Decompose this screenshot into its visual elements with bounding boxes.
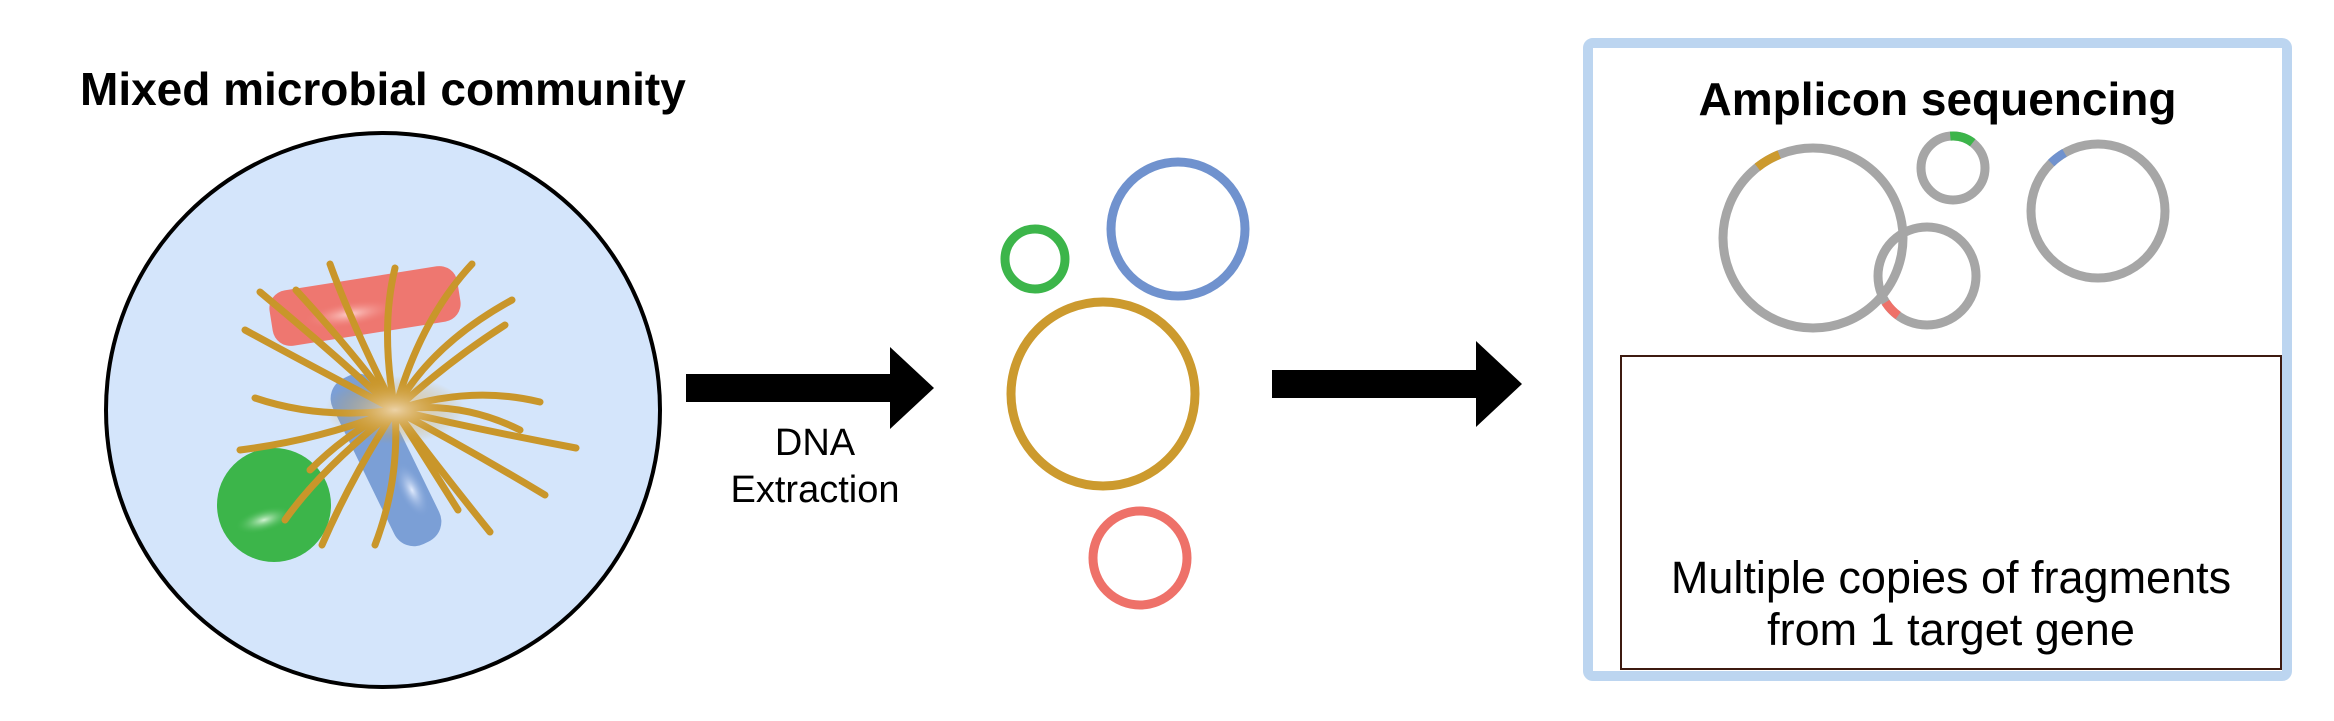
reads-caption: Multiple copies of fragments from 1 targ… <box>1622 552 2280 656</box>
amplicon-circle-right <box>2026 139 2170 283</box>
amplicon-circle-medium <box>1873 222 1981 330</box>
microbial-community-cell <box>104 131 662 689</box>
dna-circle-red <box>1088 506 1192 610</box>
extraction-arrow <box>686 347 934 429</box>
reads-caption-line1: Multiple copies of fragments <box>1670 552 2232 603</box>
dna-extraction-label: DNA Extraction <box>660 420 970 514</box>
amplicon-circle-large <box>1718 143 1908 333</box>
reads-caption-line2: from 1 target gene <box>1767 604 2135 655</box>
extracted-dna <box>1000 157 1250 610</box>
amplicon-arrow <box>1272 341 1522 427</box>
green-coccus-bacterium <box>217 448 331 562</box>
dna-extraction-label-line1: DNA <box>774 422 856 464</box>
dna-extraction-label-line2: Extraction <box>730 469 900 511</box>
dna-circle-green <box>1000 224 1070 294</box>
dna-circle-gold <box>1006 297 1200 491</box>
amplicon-panel-title: Amplicon sequencing <box>1698 73 2177 125</box>
sequence-reads-box: Multiple copies of fragments from 1 targ… <box>1620 355 2282 670</box>
amplicon-circles <box>1718 131 2170 333</box>
dna-circle-blue <box>1106 157 1250 301</box>
community-title: Mixed microbial community <box>80 63 686 115</box>
amplicon-sequencing-panel: Amplicon sequencing <box>1583 38 2292 681</box>
amplicon-circle-small <box>1916 131 1990 205</box>
filament-core <box>325 376 465 444</box>
